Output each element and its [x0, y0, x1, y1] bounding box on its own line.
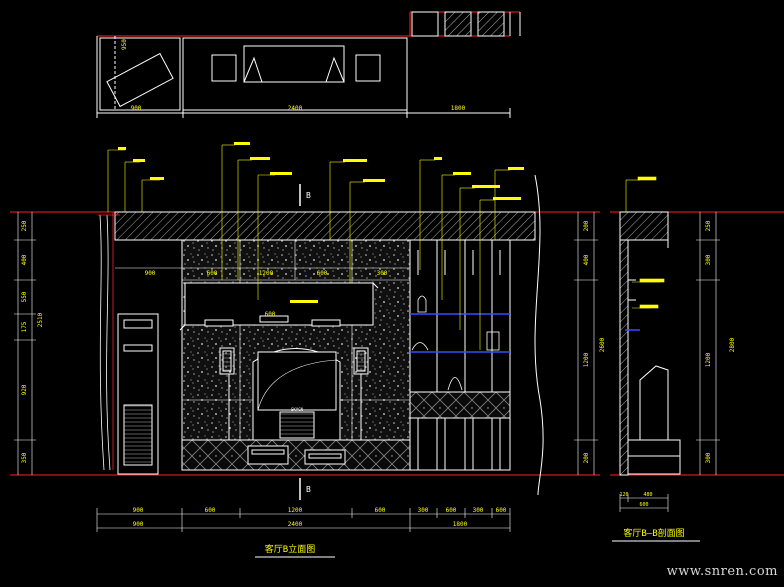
sec-bottom-dim-2: 480 — [643, 492, 652, 498]
bottom-dim-r1-6: 600 — [446, 507, 457, 514]
bottom-dim-r2-1: 900 — [133, 521, 144, 528]
air-conditioner — [117, 313, 159, 475]
inner-dim-4: 600 — [317, 270, 328, 277]
bottom-dim-r1-7: 300 — [473, 507, 484, 514]
inner-dim-1: 900 — [145, 270, 156, 277]
right-dimensions — [574, 212, 598, 475]
right-dim-1: 200 — [583, 220, 590, 231]
inner-dim-3: 1200 — [259, 270, 274, 277]
top-plan — [96, 11, 521, 118]
bottom-dimensions — [96, 508, 511, 532]
sec-dim-3: 1200 — [705, 352, 712, 367]
sec-dim-1: 250 — [705, 220, 712, 231]
inner-dim-2: 600 — [207, 270, 218, 277]
bottom-dim-r1-8: 600 — [496, 507, 507, 514]
plan-dim-left: 950 — [121, 39, 128, 50]
section-title: 客厅B—B剖面图 — [623, 527, 684, 539]
elevation-title: 客厅B立面图 — [265, 543, 315, 555]
tv-brand: SKYCN — [291, 407, 304, 412]
left-dim-6: 350 — [21, 452, 28, 463]
left-dimensions — [14, 212, 36, 475]
section-mark-top: B — [306, 191, 311, 200]
left-dim-5: 920 — [21, 384, 28, 395]
right-dim-5: 200 — [583, 452, 590, 463]
leader-callouts — [107, 144, 510, 350]
sec-dim-total: 2800 — [729, 337, 736, 352]
section-right-dims — [696, 212, 720, 475]
bottom-dim-r1-3: 1200 — [288, 507, 303, 514]
left-dim-2: 400 — [21, 254, 28, 265]
wall-lamps — [219, 347, 369, 441]
inner-dim-5: 300 — [377, 270, 388, 277]
left-dim-1: 250 — [21, 220, 28, 231]
section-bottom-dims — [619, 494, 669, 512]
bottom-dim-r2-2: 2400 — [288, 521, 303, 528]
left-dim-4: 175 — [21, 321, 28, 332]
section-mark-bottom: B — [306, 485, 311, 494]
light-box — [179, 282, 379, 331]
plan-dim-2: 2400 — [288, 105, 303, 112]
tv-cabinet — [181, 439, 411, 471]
sec-dim-5: 300 — [705, 452, 712, 463]
section-view — [610, 211, 784, 476]
bottom-dim-r1-2: 600 — [205, 507, 216, 514]
bottom-dim-r1-4: 600 — [375, 507, 386, 514]
bottom-dim-r1-1: 900 — [133, 507, 144, 514]
section-callouts — [625, 176, 665, 309]
right-dim-2: 400 — [583, 254, 590, 265]
watermark: www.snren.com — [666, 564, 778, 579]
plan-dim-1: 900 — [131, 105, 142, 112]
inner-dim-6: 600 — [265, 311, 276, 318]
plan-dim-3: 1800 — [451, 105, 466, 112]
shelf-ornaments — [411, 295, 500, 391]
left-dim-total: 2510 — [37, 312, 44, 327]
television — [252, 348, 341, 441]
bottom-dim-r1-5: 300 — [418, 507, 429, 514]
callout-text-blocks — [118, 142, 524, 303]
elevation-outline — [10, 211, 600, 476]
curtain — [98, 212, 120, 471]
bottom-dim-r2-3: 1800 — [453, 521, 468, 528]
sec-dim-2: 300 — [705, 254, 712, 265]
break-line — [534, 174, 544, 496]
sec-bottom-dim-3: 600 — [639, 502, 648, 508]
right-dim-3: 1200 — [583, 352, 590, 367]
right-dim-total: 2600 — [599, 337, 606, 352]
sec-bottom-dim-1: 120 — [619, 492, 628, 498]
left-dim-3: 550 — [21, 291, 28, 302]
